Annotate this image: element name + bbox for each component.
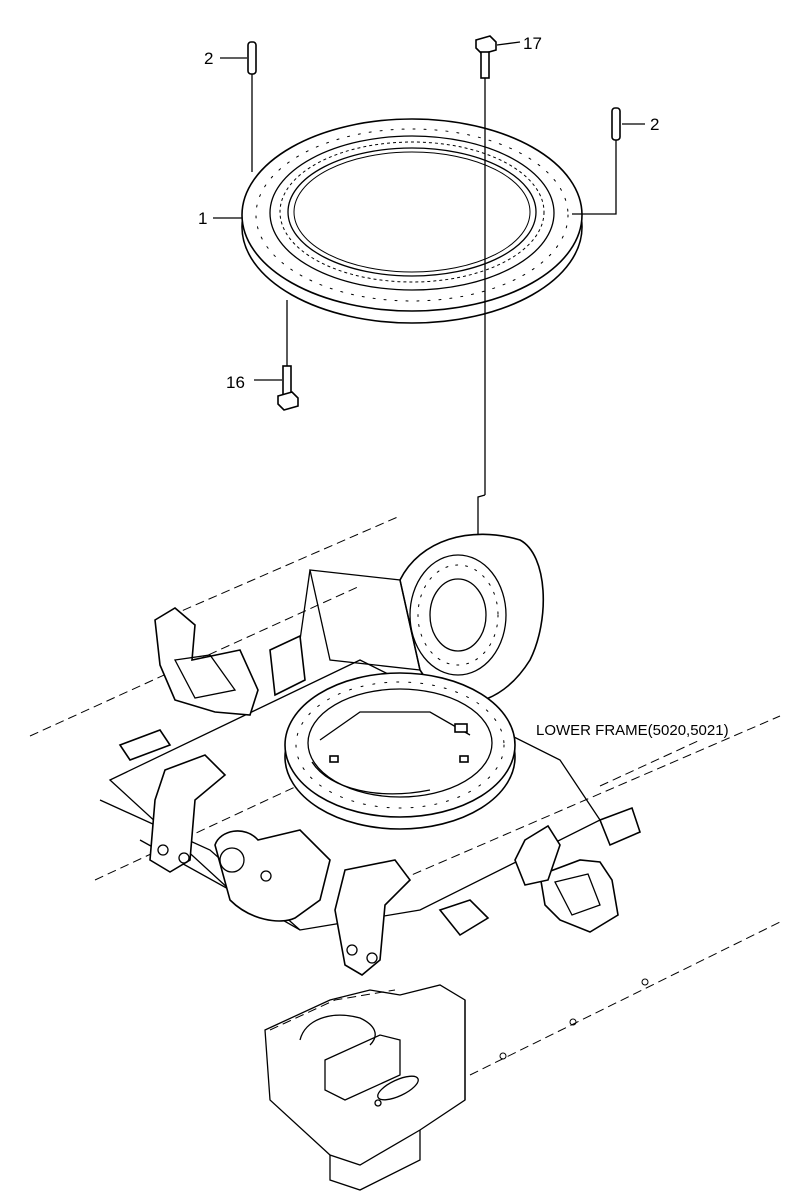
callout-pin-right: 2 [650, 115, 659, 134]
hex-bolt-top-icon [475, 35, 497, 700]
callout-bearing: 1 [198, 209, 207, 228]
hex-bolt-bottom-icon [277, 365, 299, 411]
dowel-pin-left-icon [247, 41, 257, 172]
lower-frame-assembly-icon [29, 515, 781, 1191]
callout-bolt-top: 17 [523, 34, 542, 53]
frame-label: LOWER FRAME(5020,5021) [536, 722, 729, 739]
swing-bearing-ring-icon [241, 118, 583, 324]
callout-pin-left: 2 [204, 49, 213, 68]
callout-bolt-bottom: 16 [226, 373, 245, 392]
dowel-pin-right-icon [572, 107, 621, 215]
